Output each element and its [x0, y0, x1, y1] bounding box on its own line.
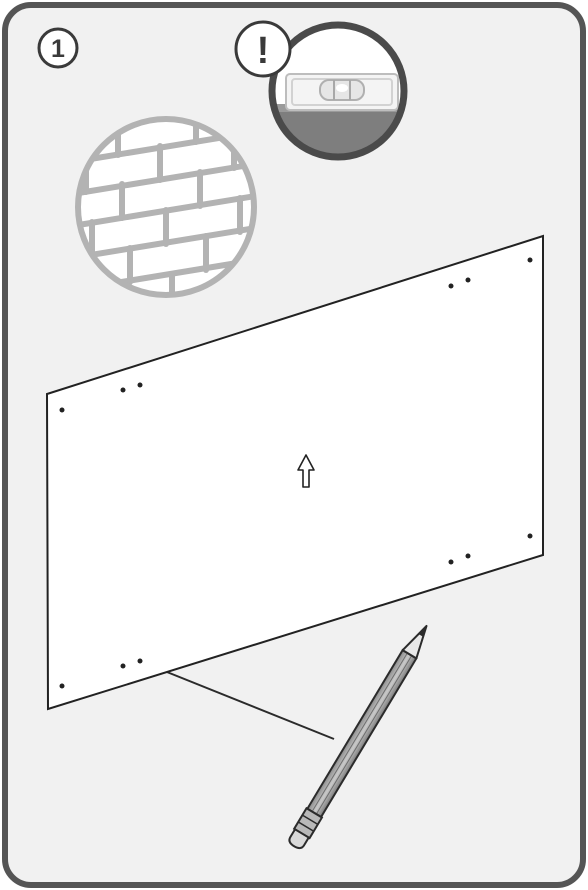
- mounting-hole: [137, 658, 143, 664]
- step-number: 1: [51, 35, 65, 63]
- exclamation-circle: [234, 20, 292, 78]
- mounting-template: [45, 234, 544, 711]
- mounting-hole: [448, 559, 454, 565]
- mounting-hole: [120, 663, 126, 669]
- template-panel: [45, 234, 544, 711]
- mounting-hole: [448, 283, 454, 289]
- template-holes: [59, 257, 533, 689]
- pencil-guide-line: [141, 661, 335, 740]
- mounting-hole: [59, 407, 65, 413]
- mounting-hole: [527, 533, 533, 539]
- mounting-hole: [465, 553, 471, 559]
- pencil-icon: [288, 624, 428, 850]
- mounting-hole: [465, 277, 471, 283]
- mounting-hole: [59, 683, 65, 689]
- mounting-hole: [137, 382, 143, 388]
- spirit-level-icon: [268, 21, 408, 161]
- warning-badge: !: [234, 20, 292, 78]
- step-number-badge: 1: [37, 27, 79, 69]
- mounting-hole: [527, 257, 533, 263]
- warning-mark: !: [257, 30, 270, 72]
- mounting-hole: [120, 387, 126, 393]
- step-number-circle: [37, 27, 79, 69]
- up-arrow-icon: [297, 454, 315, 488]
